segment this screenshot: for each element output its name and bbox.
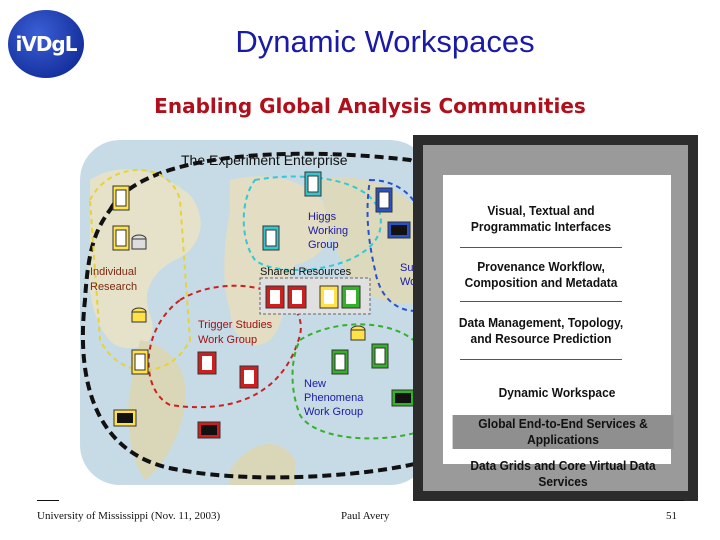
layer-dynamic-workspace: Dynamic Workspace bbox=[498, 385, 616, 400]
layer-interfaces: Visual, Textual and Programmatic Interfa… bbox=[460, 190, 622, 248]
su-label: Su Wo bbox=[400, 262, 417, 288]
enterprise-label: The Experiment Enterprise bbox=[181, 152, 348, 168]
trigger-studies-label: Trigger Studies Work Group bbox=[198, 319, 273, 346]
footer-rule-left bbox=[37, 500, 59, 501]
footer-venue: University of Mississippi (Nov. 11, 2003… bbox=[37, 510, 221, 522]
upper-layer-stack: Visual, Textual and Programmatic Interfa… bbox=[453, 190, 629, 360]
slide-title: Dynamic Workspaces bbox=[235, 24, 535, 59]
footer-rule-right bbox=[640, 500, 684, 501]
layer-stack-frame: Visual, Textual and Programmatic Interfa… bbox=[423, 145, 688, 491]
layer-data-management: Data Management, Topology, and Resource … bbox=[459, 302, 623, 360]
map-overlay bbox=[80, 151, 430, 480]
new-phenomena-label: New Phenomena Work Group bbox=[304, 378, 364, 418]
ivdgl-logo: iVDgL bbox=[8, 10, 84, 78]
individual-research-label: Individual Research bbox=[90, 266, 138, 293]
world-map: The Experiment Enterprise Higgs Working … bbox=[80, 140, 430, 485]
footer-author: Paul Avery bbox=[341, 510, 390, 522]
layer-stack-panel: Visual, Textual and Programmatic Interfa… bbox=[413, 135, 698, 501]
layer-data-grids: Data Grids and Core Virtual Data Service… bbox=[470, 458, 656, 489]
shared-resources-label: Shared Resources bbox=[260, 266, 352, 278]
layer-global-services: Global End-to-End Services & Application… bbox=[452, 415, 674, 449]
footer-page-number: 51 bbox=[666, 510, 677, 522]
higgs-label: Higgs Working Group bbox=[308, 211, 349, 251]
slide-subtitle: Enabling Global Analysis Communities bbox=[154, 94, 586, 118]
world-map-graphic bbox=[80, 140, 430, 485]
layer-provenance: Provenance Workflow, Composition and Met… bbox=[460, 248, 622, 302]
